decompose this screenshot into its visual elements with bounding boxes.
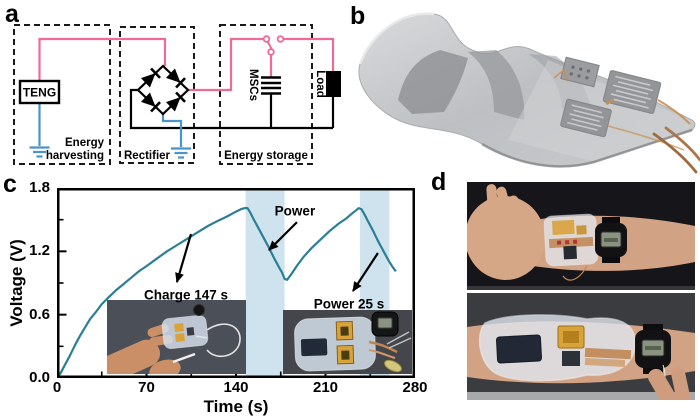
annotation-arrows <box>175 221 379 292</box>
voltage-time-chart: Voltage (V) Time (s) <box>0 170 432 416</box>
copper-trace <box>368 349 396 359</box>
wave-shadow <box>468 50 525 120</box>
teng-electrode-patch <box>398 50 468 114</box>
x-tick-label: 70 <box>138 379 155 396</box>
diode-bridge-frame <box>136 64 190 116</box>
teng-ground-icon <box>29 146 50 158</box>
panel-d-label: d <box>431 168 447 196</box>
msc-electrode-1 <box>602 70 662 114</box>
copper-wire <box>652 132 698 174</box>
copper-wire <box>562 265 588 281</box>
rectifier-ground-icon <box>171 147 191 159</box>
chart-annotation-charge-147s: Charge 147 s <box>143 287 229 303</box>
voltage-curve <box>57 207 397 378</box>
second-hand <box>648 367 691 410</box>
dark-module <box>496 334 542 364</box>
epidermal-patch <box>543 213 599 267</box>
chart-annotation-power-25s: Power 25 s <box>313 296 385 312</box>
sheet-highlight <box>358 12 435 65</box>
copper-trace <box>657 99 691 125</box>
photo-device-on-wrist-bottom <box>467 293 695 410</box>
panel-c-label: c <box>3 170 17 198</box>
x-axis-title: Time (s) <box>203 397 269 416</box>
teng-block <box>18 79 61 105</box>
x-tick-label: 280 <box>402 379 428 396</box>
gold-module <box>557 325 585 366</box>
y-tick-label: 0.6 <box>29 305 50 323</box>
small-device <box>193 304 205 316</box>
y-tick-label: 0.0 <box>29 369 50 386</box>
switch-contact-right[interactable] <box>276 35 285 43</box>
x-tick-label: 210 <box>312 379 339 396</box>
x-tick-label: 140 <box>223 379 249 396</box>
digital-watch <box>371 311 399 337</box>
inset-photo-charging <box>77 300 246 392</box>
copper-strip <box>584 347 632 360</box>
copper-interconnect <box>605 98 615 106</box>
stylus <box>172 352 196 364</box>
energy-harvesting-box <box>13 24 111 165</box>
teng-label: TENG <box>23 86 56 100</box>
energy-harvesting-label-1: Energy <box>65 137 105 149</box>
energy-storage-label: Energy storage <box>224 150 308 162</box>
rectifier-label: Rectifier <box>124 150 171 162</box>
x-tick-label: 0 <box>52 379 62 396</box>
plot-frame <box>57 188 415 378</box>
energy-storage-box <box>219 24 313 165</box>
energy-harvesting-label-2: harvesting <box>46 150 104 162</box>
panel-b-label: b <box>350 2 366 30</box>
y-tick-label: 1.2 <box>29 242 50 260</box>
rectifier-ground-wire <box>161 114 183 147</box>
ground-bus-wire <box>129 88 333 130</box>
msc-capacitor-icon <box>261 76 281 95</box>
copper-trace <box>607 125 685 151</box>
sheet-edge <box>481 128 693 168</box>
inset-photo-powering <box>283 310 412 379</box>
circuit-diagram: TENG Load MSCs Energy harvesting Rectifi… <box>13 24 341 165</box>
chip <box>560 56 600 88</box>
load-label: Load <box>314 70 326 97</box>
mscs-label: MSCs <box>247 69 259 101</box>
teng-output-wire <box>38 37 167 81</box>
device-render <box>358 12 700 174</box>
msc-electrode-2 <box>560 98 612 138</box>
load-top-wire <box>283 37 335 71</box>
power-shaded-bands <box>245 188 390 378</box>
wire-loop <box>206 323 241 358</box>
digital-watch <box>635 324 671 374</box>
switch-pole[interactable] <box>267 48 275 56</box>
rectifier-box <box>119 26 195 164</box>
plot-area <box>57 188 415 378</box>
y-tick-label: 1.8 <box>29 179 50 196</box>
clip <box>384 359 402 373</box>
rectifier-output-wire <box>187 37 264 92</box>
copper-mark <box>553 68 568 82</box>
panel-a-label: a <box>5 0 19 28</box>
copper-strip <box>584 357 626 368</box>
switch-contact-left[interactable] <box>262 35 271 43</box>
copper-trace <box>368 340 398 354</box>
photo-device-on-wrist-top <box>464 182 695 295</box>
load-block <box>326 71 341 97</box>
tweezers <box>386 331 410 345</box>
switch-lever[interactable] <box>266 41 273 50</box>
digital-watch <box>595 217 627 263</box>
chart-annotation-power: Power <box>274 203 316 219</box>
copper-wire <box>664 126 700 162</box>
hand <box>464 184 546 280</box>
